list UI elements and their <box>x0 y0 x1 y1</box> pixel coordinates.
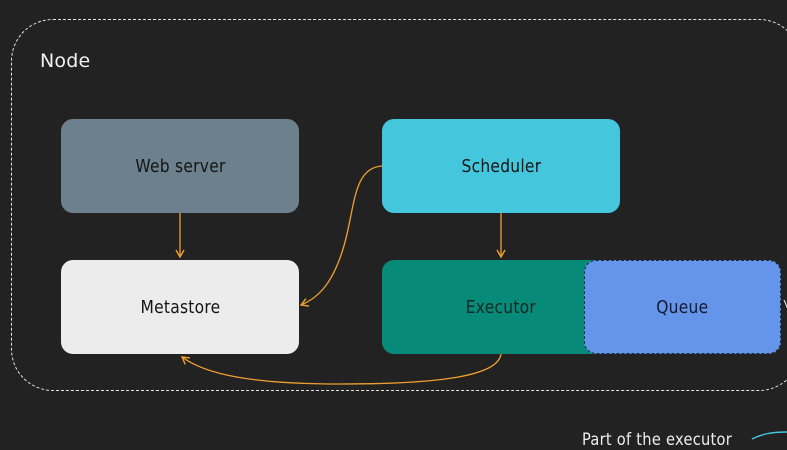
web-server-box: Web server <box>61 119 299 213</box>
legend-line <box>751 431 787 440</box>
node-group-label: Node <box>40 50 91 72</box>
queue-box: Queue <box>584 260 781 354</box>
metastore-box: Metastore <box>61 260 299 354</box>
scheduler-box: Scheduler <box>382 119 620 213</box>
scheduler-label: Scheduler <box>461 155 541 177</box>
queue-label: Queue <box>656 296 709 318</box>
web-server-label: Web server <box>134 155 226 177</box>
executor-label: Executor <box>465 296 537 318</box>
legend-part-of-executor: Part of the executor <box>582 430 732 450</box>
executor-box: Executor <box>382 260 620 354</box>
node-group-frame <box>11 19 787 391</box>
edge-scheduler-to-metastore <box>299 165 383 307</box>
metastore-label: Metastore <box>140 296 220 318</box>
edge-executor-to-metastore <box>180 353 502 385</box>
